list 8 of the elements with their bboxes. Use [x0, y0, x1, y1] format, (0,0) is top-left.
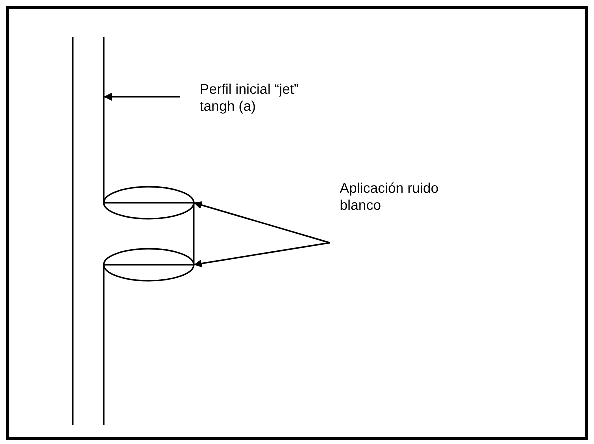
ellipse-section — [103, 186, 195, 220]
ellipse-section — [103, 248, 195, 282]
leader-arrow — [194, 201, 330, 244]
profile-line — [103, 37, 105, 203]
profile-label: Perfil inicial “jet” tangh (a) — [200, 81, 320, 115]
leader-arrow — [104, 93, 180, 101]
leader-arrow — [194, 242, 330, 268]
noise-label: Aplicación ruido blanco — [340, 180, 450, 214]
